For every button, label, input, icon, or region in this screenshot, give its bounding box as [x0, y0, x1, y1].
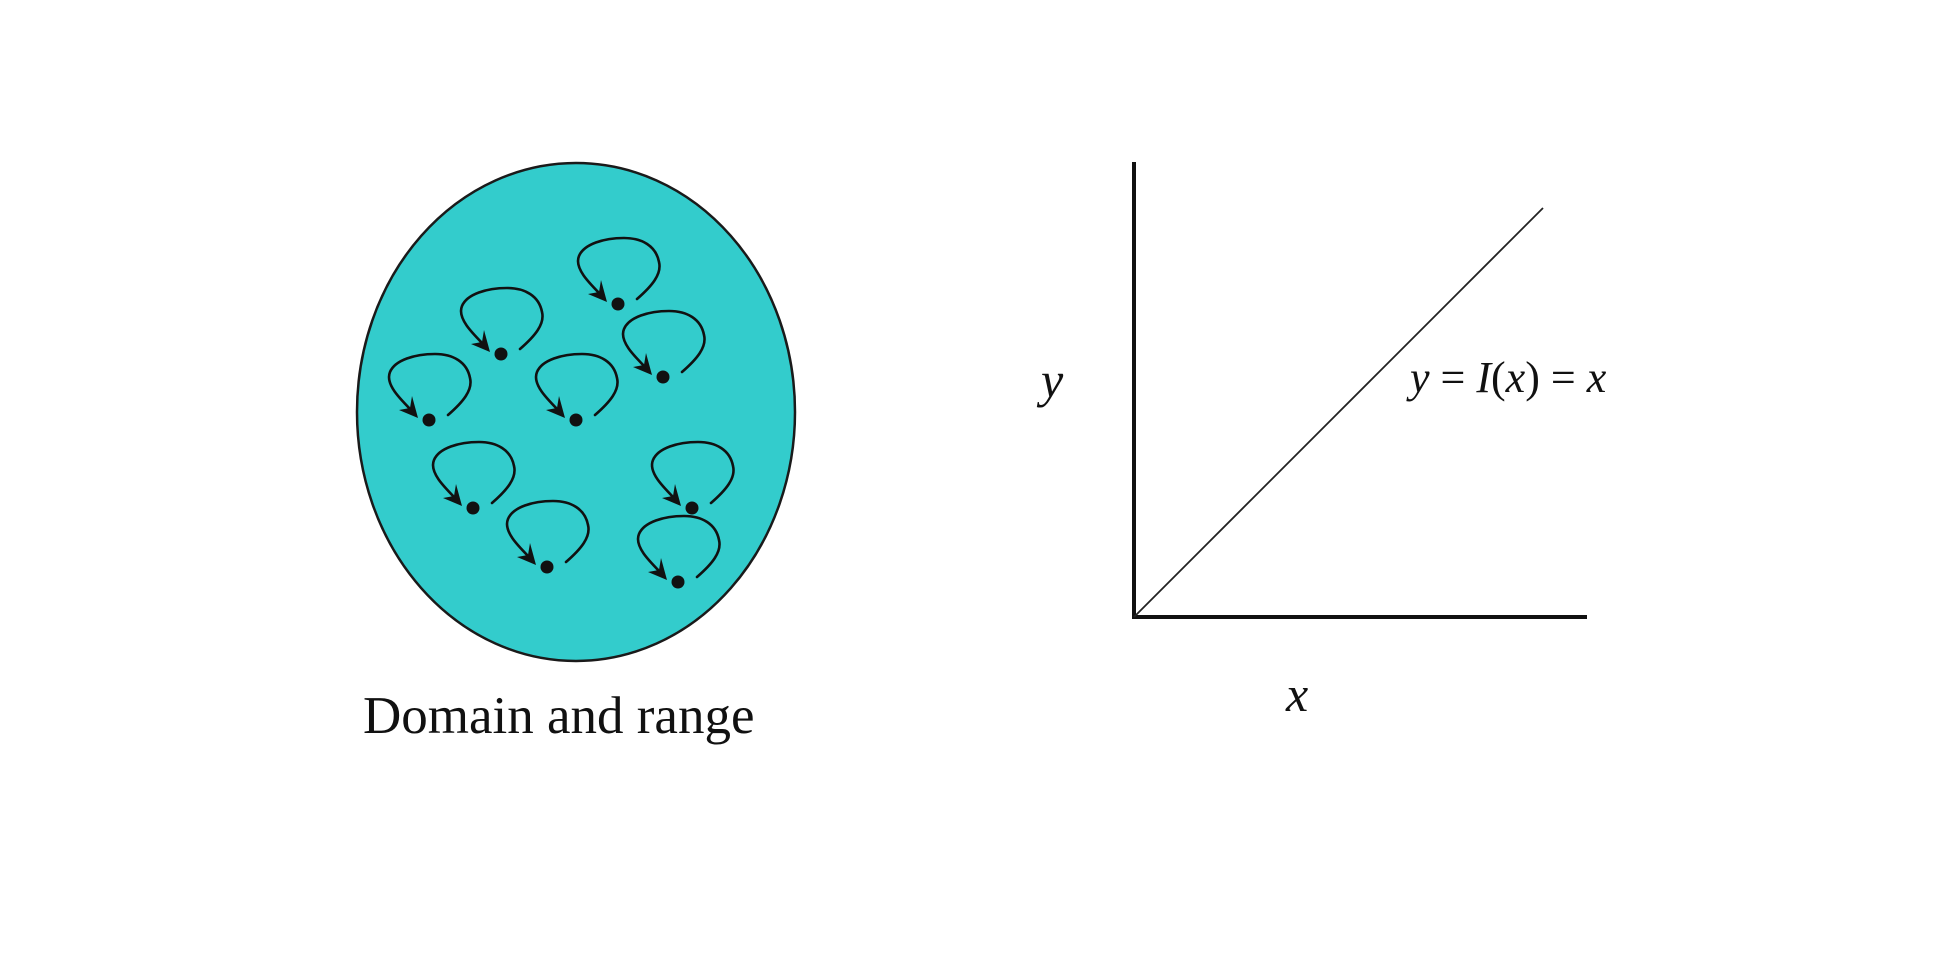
formula-open-paren: ( [1491, 353, 1506, 402]
domain-range-set [355, 161, 797, 663]
x-axis-label: x [1286, 666, 1309, 722]
figure-caption: Domain and range [363, 687, 755, 745]
domain-range-ellipse [355, 161, 797, 663]
formula-argument: x [1505, 353, 1526, 402]
y-axis-label: y [1041, 352, 1064, 408]
formula-function-name: I [1476, 353, 1492, 402]
formula-lhs: y [1410, 353, 1430, 402]
identity-line [1133, 207, 1544, 618]
identity-formula: y = I(x) = x [1410, 356, 1606, 400]
formula-equals-1: = [1429, 353, 1477, 402]
formula-close-paren: ) [1525, 353, 1540, 402]
formula-equals-2: = [1539, 353, 1587, 402]
formula-rhs: x [1586, 353, 1607, 402]
identity-graph [1132, 162, 1587, 619]
